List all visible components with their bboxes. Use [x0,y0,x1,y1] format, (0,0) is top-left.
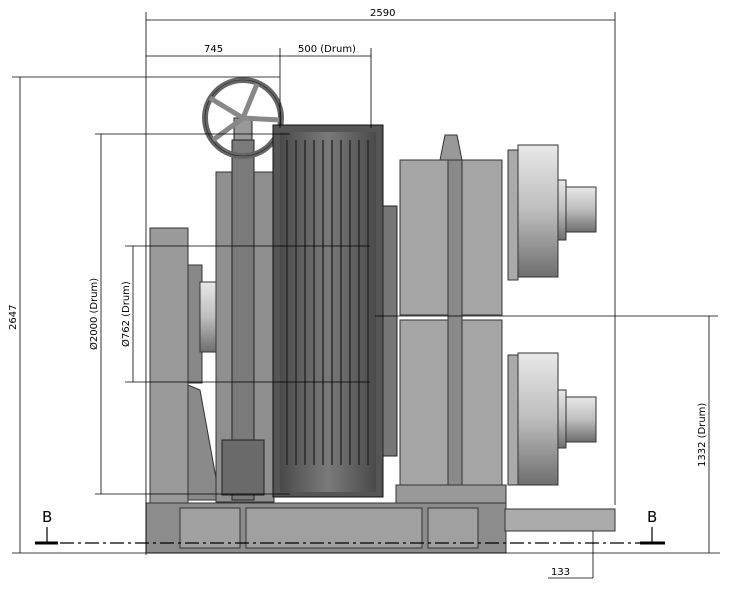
gear-plate [215,117,275,503]
motor-upper [507,144,597,281]
left-support [149,227,221,504]
dim-overall-height: 2647 [8,305,19,330]
dim-core-diameter: Ø762 (Drum) [120,281,132,347]
dim-left-offset: 745 [204,44,223,55]
base-frame [145,502,616,554]
dimension-lines [12,12,720,579]
motor-lower [507,352,597,486]
dim-base-offset: 133 [551,567,570,578]
dim-drum-diameter: Ø2000 (Drum) [88,278,100,350]
section-label-left: B [42,508,52,526]
dim-drum-height: 1332 (Drum) [697,403,708,467]
dim-overall-width: 2590 [370,8,395,19]
section-label-right: B [647,508,657,526]
dim-drum-width: 500 (Drum) [298,44,356,55]
handwheel[interactable] [202,77,284,159]
gearbox [395,134,507,504]
drum [272,124,398,498]
